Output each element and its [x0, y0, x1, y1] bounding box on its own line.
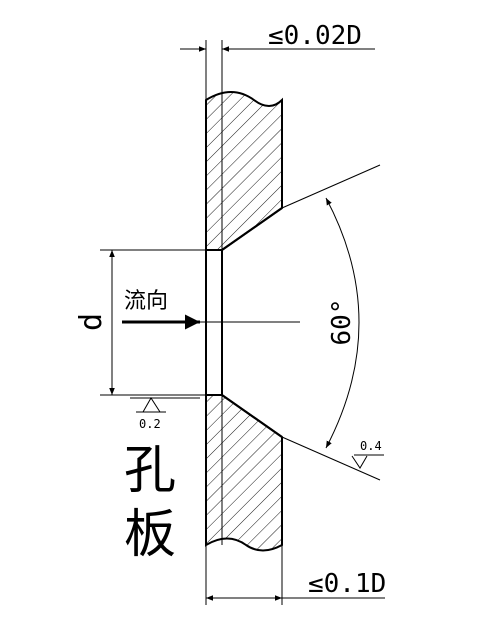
roughness-symbol-right: [351, 454, 384, 469]
bevel-angle-arc: [325, 197, 360, 449]
bevel-angle-label: 60°: [327, 299, 357, 346]
top-thickness-label: ≤0.02D: [268, 21, 362, 51]
roughness-symbol-left: [130, 397, 200, 413]
upper-plate-section: [205, 91, 283, 251]
title-char-1: 孔: [124, 441, 176, 501]
bottom-thickness-dimension: [205, 545, 385, 605]
roughness-right-label: 0.4: [360, 439, 382, 453]
bore-diameter-dimension: [100, 249, 206, 396]
title-char-2: 板: [124, 505, 176, 565]
bevel-lower-extension: [281, 436, 381, 481]
bevel-upper-line: [221, 207, 283, 251]
bottom-thickness-label: ≤0.1D: [308, 569, 386, 599]
bore-diameter-label: d: [74, 313, 109, 331]
bevel-upper-extension: [281, 164, 381, 209]
top-thickness-dimension: [180, 40, 375, 100]
bevel-lower-line: [221, 394, 283, 438]
flow-direction-label: 流向: [124, 289, 168, 314]
lower-plate-section: [205, 394, 283, 552]
roughness-left-label: 0.2: [139, 417, 161, 431]
